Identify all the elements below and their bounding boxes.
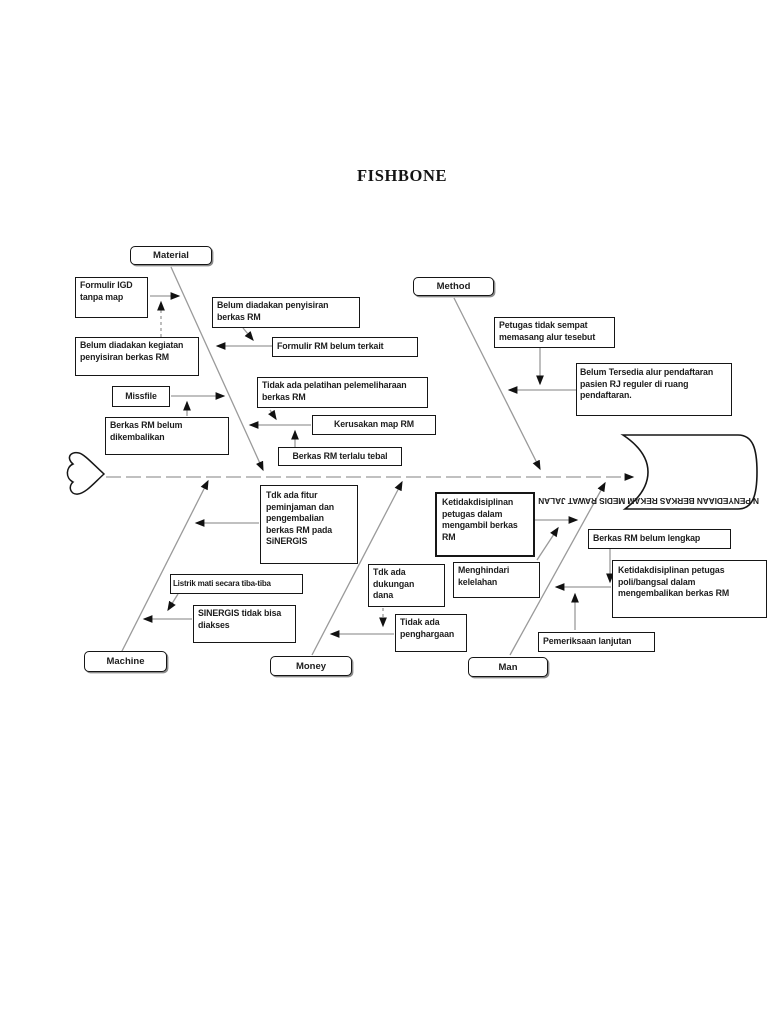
category-box-machine: Machine: [84, 651, 167, 672]
page-title: FISHBONE: [357, 166, 448, 185]
cause-box-kerusakan-map: Kerusakan map RM: [312, 415, 436, 435]
category-box-money: Money: [270, 656, 352, 676]
connector: [242, 327, 254, 341]
bone-money: [311, 480, 403, 656]
bone-man: [509, 481, 606, 656]
cause-box-formulir-igd: Formulir IGD tanpa map: [75, 277, 148, 318]
cause-box-belum-kegiatan: Belum diadakan kegiatan penyisiran berka…: [75, 337, 199, 376]
cause-box-formulir-rm-terkait: Formulir RM belum terkait: [272, 337, 418, 357]
fish-head: [620, 434, 758, 510]
cause-box-berkas-belum-dikembalikan: Berkas RM belum dikembalikan: [105, 417, 229, 455]
bone-machine: [120, 479, 209, 654]
cause-box-petugas-tidak-sempat: Petugas tidak sempat memasang alur teseb…: [494, 317, 615, 348]
cause-box-tdk-ada-fitur: Tdk ada fitur peminjaman dan pengembalia…: [260, 485, 358, 564]
bone-method: [453, 297, 541, 471]
category-box-method: Method: [413, 277, 494, 296]
cause-box-tidak-ada-pelatihan: Tidak ada pelatihan pelemeliharaan berka…: [257, 377, 428, 408]
connector: [536, 526, 559, 561]
cause-box-sinergis-tidak-bisa: SINERGIS tidak bisa diakses: [193, 605, 296, 643]
problem-statement-label: N PENYEDIAAN BERKAS REKAM MEDIS RAWAT JA…: [538, 496, 759, 506]
cause-box-ketidakdisiplinan-mengambil: Ketidakdisiplinan petugas dalam mengambi…: [435, 492, 535, 557]
connector: [268, 409, 277, 421]
cause-box-belum-tersedia-alur: Belum Tersedia alur pendaftaran pasien R…: [576, 363, 732, 416]
category-box-man: Man: [468, 657, 548, 677]
cause-box-listrik-mati: Listrik mati secara tiba-tiba: [170, 574, 303, 594]
cause-box-belum-penyisiran: Belum diadakan penyisiran berkas RM: [212, 297, 360, 328]
category-box-material: Material: [130, 246, 212, 265]
connector: [167, 593, 179, 612]
cause-box-menghindari-kelelahan: Menghindari kelelahan: [453, 562, 540, 598]
cause-box-tidak-ada-penghargaan: Tidak ada penghargaan: [395, 614, 467, 652]
cause-box-ketidakdisiplinan-poli: Ketidakdisiplinan petugas poli/bangsal d…: [612, 560, 767, 618]
bone-material: [170, 266, 264, 472]
fish-tail: [66, 451, 106, 495]
cause-box-pemeriksaan-lanjutan: Pemeriksaan lanjutan: [538, 632, 655, 652]
cause-box-berkas-terlalu-tebal: Berkas RM terlalu tebal: [278, 447, 402, 466]
cause-box-missfile: Missfile: [112, 386, 170, 407]
cause-box-tdk-ada-dukungan: Tdk ada dukungan dana: [368, 564, 445, 607]
cause-box-berkas-belum-lengkap: Berkas RM belum lengkap: [588, 529, 731, 549]
